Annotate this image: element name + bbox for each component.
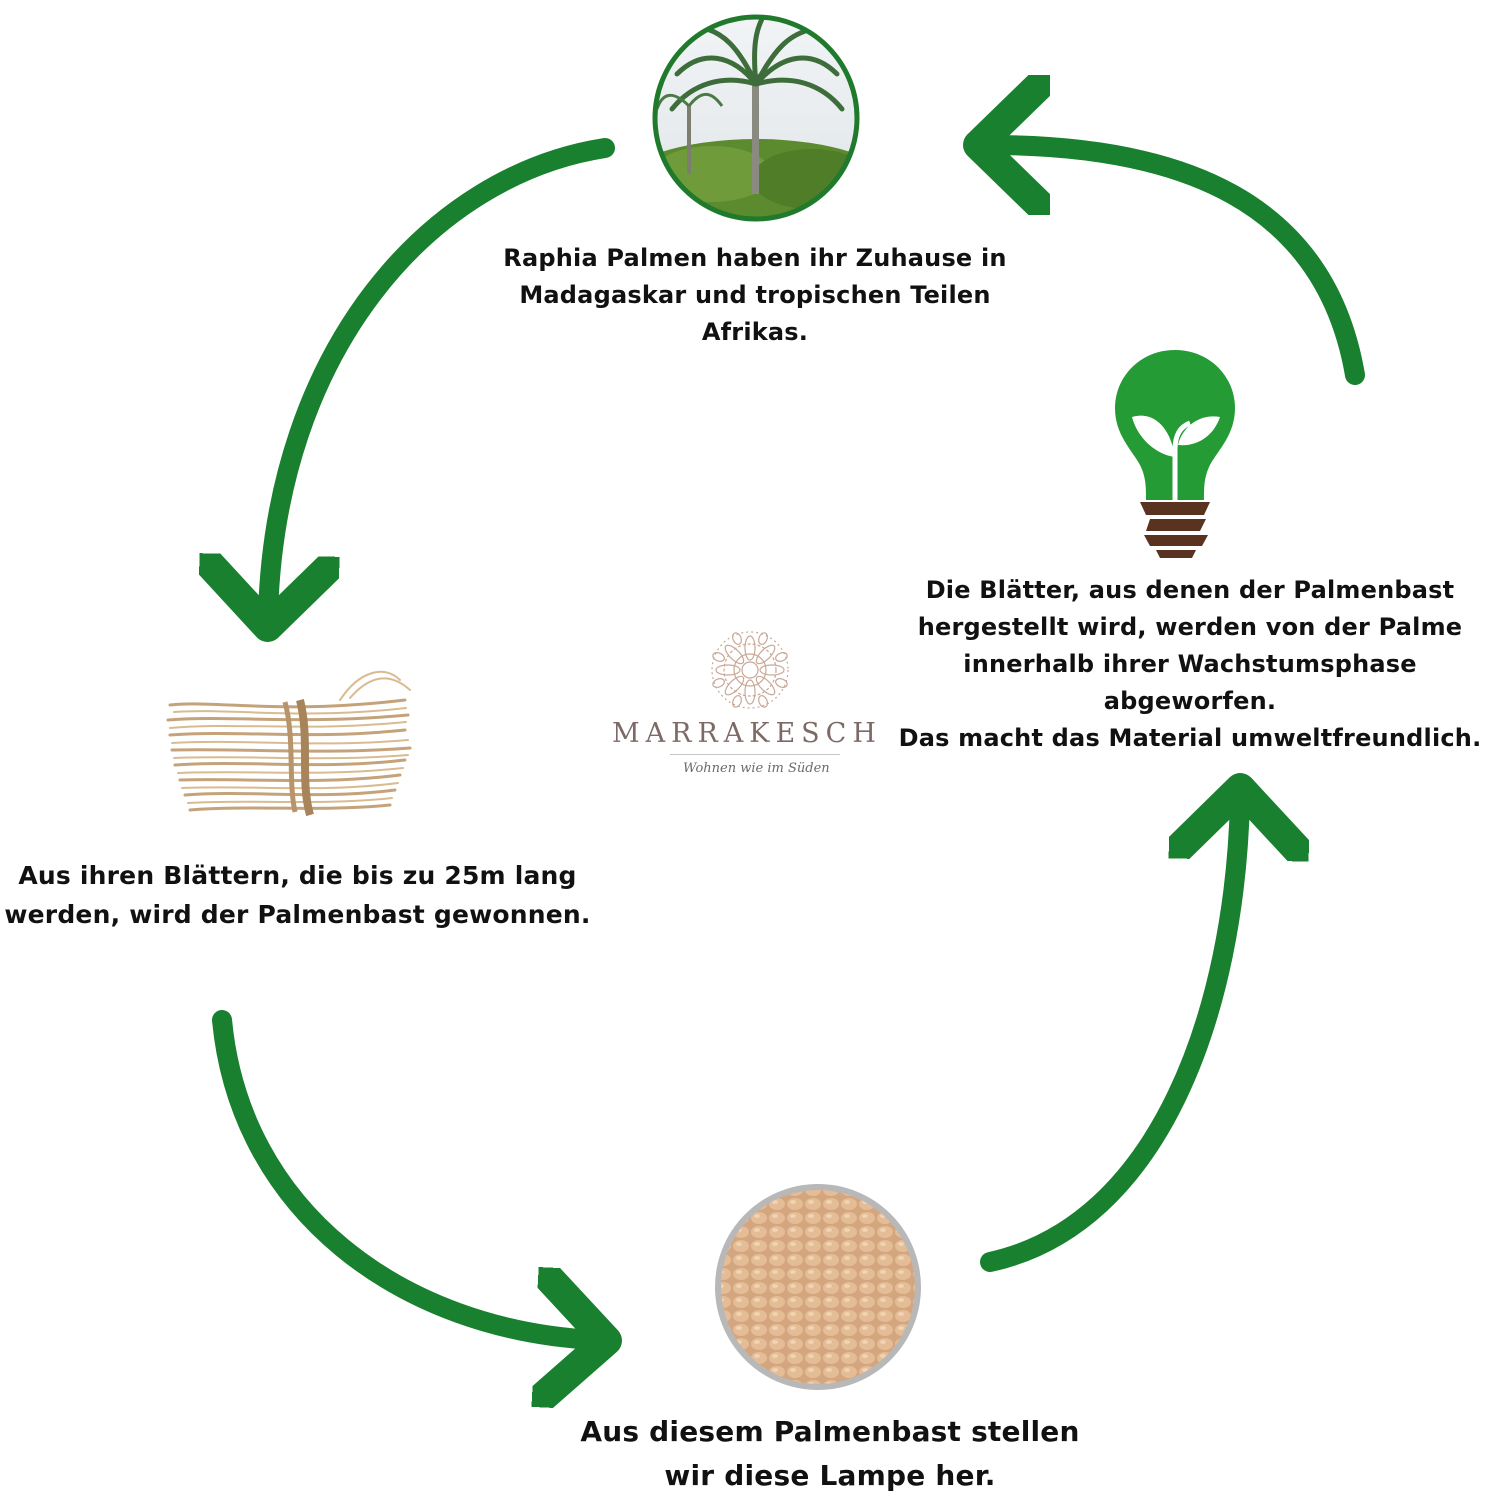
logo-tagline: Wohnen wie im Süden [683, 761, 830, 776]
eco-bulb-icon [1115, 350, 1235, 558]
caption-eco: Die Blätter, aus denen der Palmenbast he… [898, 576, 1482, 752]
caption-palm: Raphia Palmen haben ihr Zuhause in Madag… [503, 244, 1007, 346]
caption-raffia: Aus ihren Blättern, die bis zu 25m lang … [4, 861, 591, 929]
woven-texture-photo [715, 1184, 921, 1390]
arrow-raffia-to-lamp [212, 1010, 595, 1340]
arrow-lamp-to-eco [980, 800, 1240, 1272]
arrow-eco-to-palm [990, 145, 1365, 385]
caption-lamp: Aus diesem Palmenbast stellen wir diese … [580, 1415, 1080, 1492]
palm-trees-photo [652, 14, 860, 222]
logo-name: MARRAKESCH [612, 718, 882, 749]
arrow-palm-to-raffia [268, 138, 615, 615]
mandala-icon [711, 631, 789, 709]
logo-divider [670, 754, 840, 755]
raffia-bundle-photo [166, 670, 412, 817]
